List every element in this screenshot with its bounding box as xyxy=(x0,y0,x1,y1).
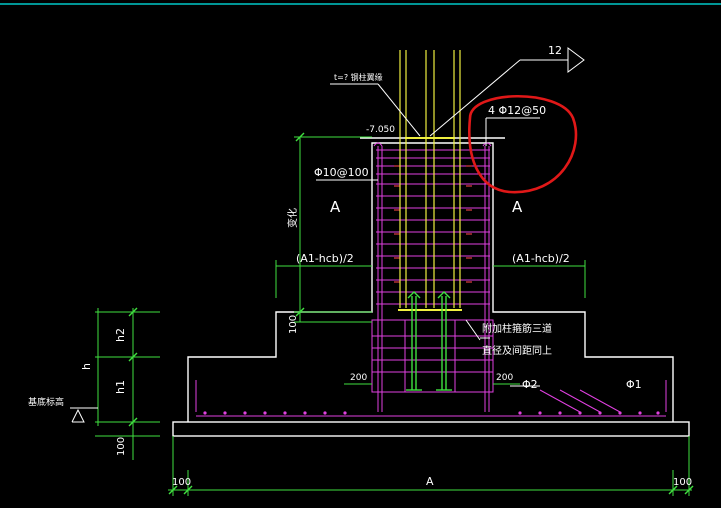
label-note-line1: 附加柱箍筋三道 xyxy=(482,322,552,335)
label-column-steel-note: t=? 钢柱翼缘 xyxy=(334,72,383,82)
dimension-lines xyxy=(95,136,692,496)
label-stirrup-spec-top: 4 Φ12@50 xyxy=(488,104,546,117)
label-leader-number: 12 xyxy=(548,44,562,57)
label-dim-100-bottom: 100 xyxy=(116,437,127,456)
stirrup-cut-marks xyxy=(394,165,472,283)
concrete-outline xyxy=(172,137,690,437)
anchor-bolts xyxy=(406,291,452,391)
label-note-line2: 直径及间距同上 xyxy=(482,344,552,357)
steel-column xyxy=(398,50,462,311)
label-top-elevation: -7.050 xyxy=(366,125,395,135)
label-dim-200-left: 200 xyxy=(350,373,367,383)
label-section-left: A xyxy=(330,198,341,216)
label-section-right: A xyxy=(512,198,523,216)
label-dim-A: A xyxy=(426,475,434,488)
label-dim-100-right: 100 xyxy=(673,477,692,488)
label-stirrup-spec-left: Φ10@100 xyxy=(314,166,369,179)
label-offset-left: (A1-hcb)/2 xyxy=(296,252,354,265)
markup-circle xyxy=(468,95,578,194)
label-dim-100-left: 100 xyxy=(172,477,191,488)
rebar-group xyxy=(195,142,667,417)
pedestal-stirrups xyxy=(376,149,490,305)
label-dim-200-right: 200 xyxy=(496,373,513,383)
dimension-ticks xyxy=(128,132,694,495)
footing-outline xyxy=(187,142,674,422)
leader-lines xyxy=(70,47,585,423)
inner-stirrup-box xyxy=(371,319,494,393)
label-base-elevation: 基底标高 xyxy=(28,396,64,408)
label-dim-h: h xyxy=(80,363,93,370)
label-offset-right: (A1-hcb)/2 xyxy=(512,252,570,265)
label-height-dim: 变化 xyxy=(286,208,299,228)
label-dim-h2: h2 xyxy=(114,328,127,342)
label-rebar-phi2: Φ2 xyxy=(522,378,538,391)
label-dim-h1: h1 xyxy=(114,380,127,394)
label-dim-100-vertical: 100 xyxy=(288,315,299,334)
text-labels: 12 t=? 钢柱翼缘 4 Φ12@50 -7.050 Φ10@100 A A … xyxy=(28,44,692,488)
blinding-layer xyxy=(172,421,690,437)
label-rebar-phi1: Φ1 xyxy=(626,378,642,391)
